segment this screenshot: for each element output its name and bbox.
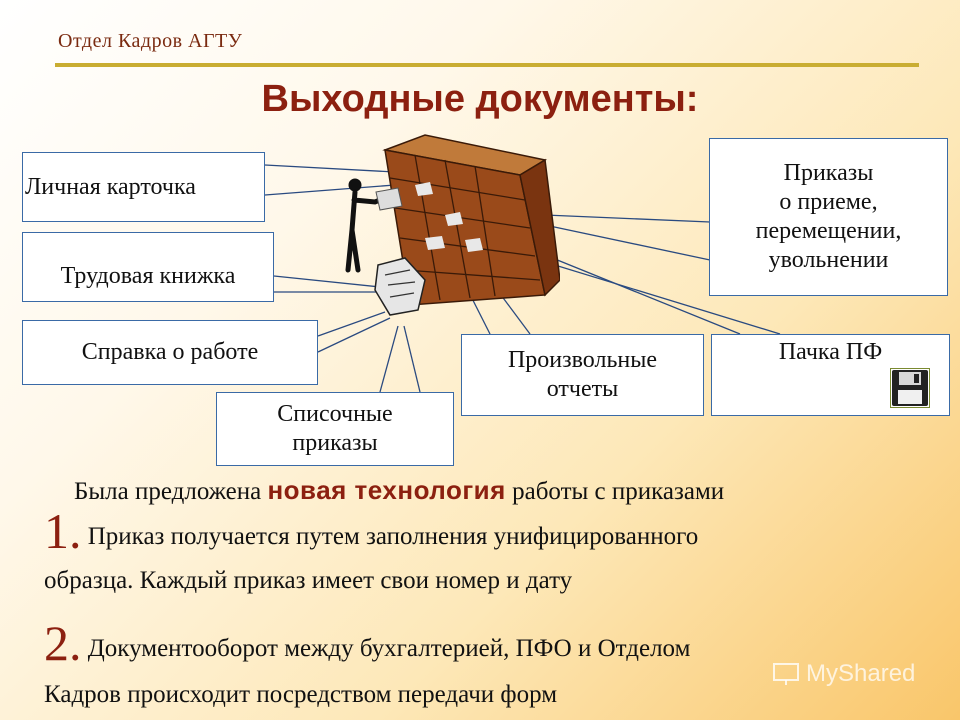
slide-title: Выходные документы: [261,78,699,120]
box-work-certificate: Справка о работе [22,320,318,385]
item-1-number: 1. [44,503,82,559]
connector-list-orders-2 [403,325,421,393]
item-1-line-b: образца. Каждый приказ имеет свои номер … [44,567,573,594]
personal-card-label: Личная карточка [25,173,196,200]
box-work-book: Трудовая книжка [22,232,274,302]
connector-orders [544,214,711,223]
intro-line: Была предложена новая технология работы … [74,469,724,513]
connector-personal-card [264,164,396,173]
box-arbitrary-reports: Произвольные отчеты [461,334,704,416]
person-icon [345,178,403,273]
list-orders-line2: приказы [292,430,378,456]
watermark: MyShared [772,660,915,688]
work-book-label: Трудовая книжка [60,262,236,289]
item-2-line-b: Кадров происходит посредством передачи ф… [44,681,558,708]
arbitrary-reports-line2: отчеты [546,376,619,402]
connector-certificate-2 [317,317,391,353]
item-2-number: 2. [44,615,82,671]
connector-pf [544,254,741,335]
intro-after: работы с приказами [505,478,725,505]
orders-line1: Приказы [783,160,874,186]
intro-before: Была предложена [74,478,268,505]
arbitrary-reports-line1: Произвольные [507,347,658,373]
cabinet-icon [382,134,560,306]
intro-highlight: новая технология [267,475,506,505]
item-1-text-a: Приказ получается путем заполнения унифи… [81,523,699,550]
pf-pack-label: Пачка ПФ [778,339,883,365]
item-2-text-a: Документооборот между бухгалтерией, ПФО … [81,635,691,662]
item-2-line-a: 2. Документооборот между бухгалтерией, П… [44,618,691,670]
list-orders-line1: Списочные [277,401,393,427]
box-orders: Приказы о приеме, перемещении, увольнени… [709,138,948,296]
watermark-text: MyShared [806,660,916,687]
connector-pf-2 [544,261,781,335]
connector-personal-card-2 [264,184,396,196]
archive-illustration [345,134,560,316]
item-1-line-a: 1. Приказ получается путем заполнения ун… [44,506,699,558]
orders-line3: перемещении, [755,218,902,244]
connector-certificate [317,311,386,337]
orders-line4: увольнении [768,247,889,273]
connector-work-book [273,275,391,289]
presentation-icon [773,663,799,685]
connector-orders-2 [544,224,711,261]
work-certificate-label: Справка о работе [81,339,259,365]
box-personal-card: Личная карточка [22,152,265,222]
header-divider [55,63,919,67]
orders-line2: о приеме, [779,189,878,215]
box-list-orders: Списочные приказы [216,392,454,466]
connector-list-orders [379,325,399,393]
floppy-disk-icon [890,368,930,408]
header-org: Отдел Кадров АГТУ [58,30,243,52]
papers-icon [374,257,426,316]
